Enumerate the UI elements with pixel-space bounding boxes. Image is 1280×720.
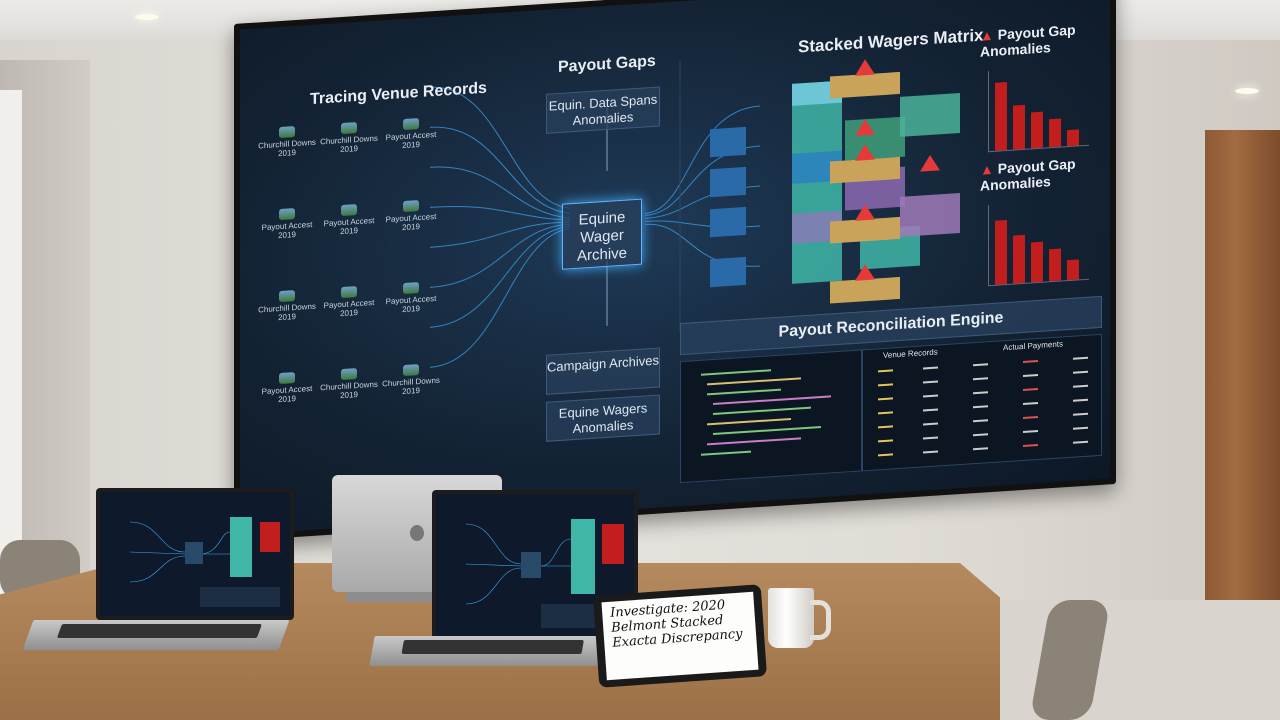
- data-spans-box: Equin. Data Spans Anomalies: [546, 86, 660, 134]
- alert-label-2: Payout Gap Anomalies: [980, 155, 1076, 194]
- keyboard: [56, 624, 263, 638]
- warning-icon: ▲: [980, 26, 994, 44]
- tablet: Investigate: 2020 Belmont Stacked Exacta…: [592, 584, 768, 688]
- chart-bar: [1067, 259, 1079, 281]
- laptop-back-base: [346, 592, 496, 602]
- stacked-wagers-matrix: [710, 59, 960, 304]
- mug-handle: [810, 600, 831, 640]
- racetrack-icon: [403, 364, 419, 377]
- chart-bar: [1049, 248, 1061, 282]
- code-panel: [680, 349, 862, 484]
- racetrack-icon: [279, 290, 295, 303]
- alert-label-1: Payout Gap Anomalies: [980, 21, 1076, 60]
- laptop-keyboard-left: [22, 620, 290, 650]
- doorframe: [0, 90, 22, 610]
- coffee-mug: [768, 588, 814, 648]
- code-lines: [701, 369, 831, 456]
- laptop-screen-left: [96, 488, 294, 620]
- col-venue-header: Venue Records: [883, 347, 938, 361]
- racetrack-icon: [341, 204, 357, 217]
- racetrack-icon: [279, 208, 295, 221]
- chart-bar: [1049, 118, 1061, 148]
- campaign-box: Campaign Archives: [546, 347, 660, 395]
- ceiling-light: [1235, 88, 1259, 94]
- payout-gap-chart-1: [988, 64, 1089, 153]
- racetrack-icon: [403, 282, 419, 295]
- wager-anomalies-box: Equine Wagers Anomalies: [546, 394, 660, 442]
- records-table: Venue Records Actual Payments: [862, 333, 1102, 472]
- laptop-keyboard-center: [369, 636, 615, 666]
- chair: [1029, 600, 1111, 720]
- dashboard-screen: Tracing Venue Records Payout Gaps Stacke…: [240, 0, 1110, 535]
- chart-bar: [1067, 129, 1079, 147]
- racetrack-icon: [403, 118, 419, 131]
- warning-icon: ▲: [980, 160, 994, 178]
- archive-node: Equine Wager Archive: [562, 198, 642, 270]
- apple-logo-icon: [410, 525, 424, 541]
- tablet-note: Investigate: 2020 Belmont Stacked Exacta…: [601, 591, 759, 681]
- payout-gap-chart-2: [988, 198, 1089, 287]
- chart-bar: [1013, 104, 1025, 150]
- wood-panel: [1205, 130, 1280, 600]
- chart-bar: [1031, 241, 1043, 283]
- racetrack-icon: [341, 122, 357, 135]
- laptop-dashboard-thumb: [129, 517, 280, 607]
- col-actual-header: Actual Payments: [1003, 339, 1064, 353]
- wall-display: Tracing Venue Records Payout Gaps Stacke…: [234, 0, 1116, 541]
- chart-bar: [1031, 111, 1043, 149]
- racetrack-icon: [279, 372, 295, 385]
- racetrack-icon: [341, 286, 357, 299]
- chart-bar: [995, 82, 1007, 151]
- racetrack-icon: [341, 368, 357, 381]
- chart-bar: [995, 220, 1007, 285]
- racetrack-icon: [403, 200, 419, 213]
- racetrack-icon: [279, 126, 295, 139]
- table-rows: [878, 356, 1088, 457]
- ceiling-light: [135, 14, 159, 20]
- keyboard: [401, 640, 584, 654]
- chart-bar: [1013, 234, 1025, 284]
